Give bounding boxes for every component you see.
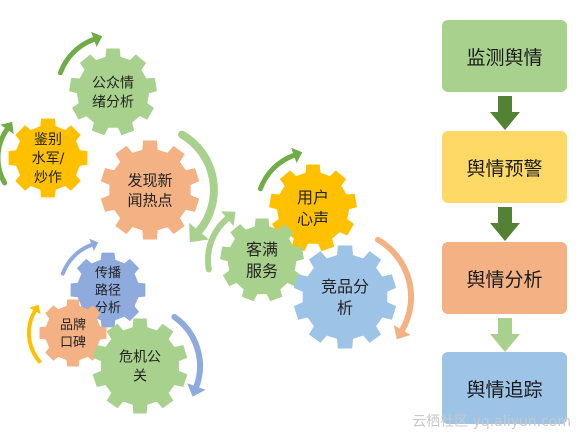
rotation-arcs (0, 31, 415, 397)
arrowhead-icon (89, 238, 99, 251)
rotation-arc (205, 215, 231, 273)
flow-step-monitor: 监测舆情 (442, 20, 567, 92)
gear-label: 关 (133, 368, 147, 384)
gear-label: 公众情 (92, 76, 134, 92)
arrowhead-icon (187, 383, 206, 397)
flow-arrow-3 (490, 318, 520, 352)
flow-step-label: 舆情预警 (466, 157, 543, 180)
flow-step-label: 舆情追踪 (466, 378, 543, 401)
arrowhead-icon (0, 121, 14, 134)
gear-shape (8, 118, 88, 198)
flow-arrow-1 (490, 96, 520, 130)
gear-shape (69, 48, 157, 136)
flow-step-analysis: 舆情分析 (442, 242, 567, 314)
gear-shape (220, 218, 304, 302)
rotation-arc (60, 242, 94, 276)
gear-label: 用户 (297, 188, 329, 207)
gear-shape (92, 318, 188, 414)
gear-label: 口碑 (60, 334, 86, 350)
arrowhead-icon (221, 211, 236, 227)
arrowhead-icon (29, 304, 41, 315)
gear-label: 路径 (95, 283, 121, 299)
gear-shape (39, 299, 107, 367)
gear-label: 危机公 (119, 350, 161, 366)
gear-label: 闻热点 (127, 192, 172, 210)
arrowhead-icon (91, 31, 103, 47)
gear-label: 炒作 (34, 170, 62, 186)
rotation-arc (57, 36, 97, 76)
gear-label: 品牌 (60, 317, 86, 333)
flow-step-warning: 舆情预警 (442, 131, 567, 203)
gear-shape (269, 164, 357, 252)
gear-label: 服务 (246, 262, 278, 281)
gear-label: 心声 (297, 210, 329, 229)
gear-label: 传播 (95, 266, 121, 281)
rotation-arc (27, 309, 42, 364)
gear-label: 客满 (246, 240, 278, 259)
gear-cluster: 公众情绪分析鉴别水军/炒作发现新闻热点传播路径分析品牌口碑危机公关用户心声客满服… (8, 48, 397, 414)
gear-label: 鉴别 (34, 132, 62, 148)
rotation-arc (0, 126, 10, 186)
rotation-arc (178, 130, 218, 236)
arrowhead-icon (189, 222, 209, 243)
watermark: 云栖社区 yq.aliyun.com (412, 414, 571, 430)
rotation-arc (257, 152, 297, 192)
rotation-arc (171, 313, 203, 390)
gear-label: 绪分析 (92, 94, 134, 110)
gear-label: 水军/ (32, 151, 65, 167)
arrowhead-icon (393, 325, 411, 340)
gear-shape (293, 245, 397, 349)
gear-label: 析 (337, 299, 353, 318)
gear-label: 发现新 (127, 171, 172, 189)
gear-label: 竞品分 (321, 277, 369, 296)
gear-label: 分析 (95, 301, 121, 316)
arrowhead-icon (291, 147, 303, 163)
flow-step-tracking: 舆情追踪 (442, 352, 567, 424)
gear-shape (100, 140, 200, 240)
flow-arrow-2 (490, 207, 520, 241)
rotation-arc (375, 236, 415, 333)
flow-step-label: 舆情分析 (466, 268, 543, 291)
flow-step-label: 监测舆情 (466, 46, 543, 69)
